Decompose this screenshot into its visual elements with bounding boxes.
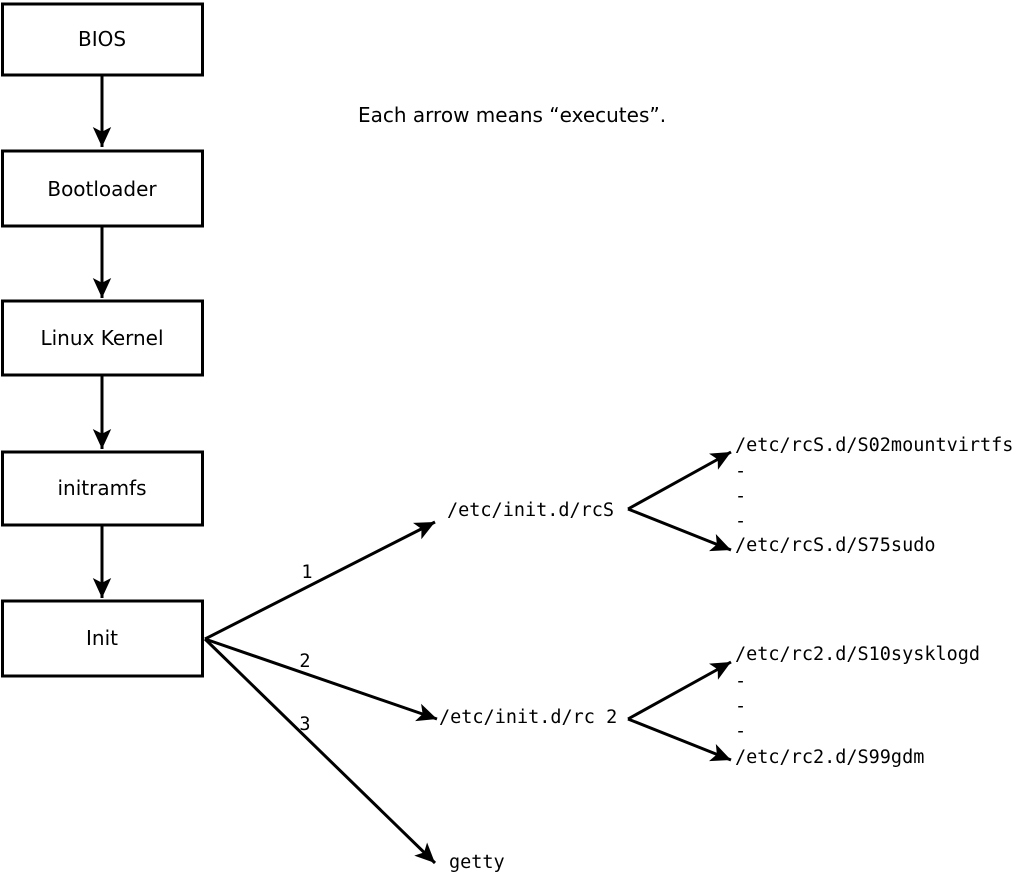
rc2-first-script: /etc/rc2.d/S10sysklogd (735, 644, 980, 665)
box-bootloader-label: Bootloader (47, 177, 157, 201)
box-linux-kernel-label: Linux Kernel (40, 326, 163, 350)
rcS-dot-1: - (735, 461, 746, 482)
arrow-init-to-rc2 (204, 637, 438, 722)
rc2-dot-2: - (735, 696, 746, 717)
box-bootloader (1, 149, 204, 228)
rc2-dot-1: - (735, 671, 746, 692)
arrow-rcS-to-last (627, 507, 732, 552)
box-initramfs-label: initramfs (57, 476, 146, 500)
arrow-rc2-to-last (627, 717, 732, 762)
getty-label: getty (449, 852, 505, 873)
box-initramfs (1, 450, 204, 527)
rcS-dot-2: - (735, 486, 746, 507)
arrow-init-to-getty (203, 637, 437, 865)
branch-2-number: 2 (299, 651, 310, 672)
rcS-first-script: /etc/rcS.d/S02mountvirtfs (735, 435, 1013, 456)
box-init-label: Init (86, 626, 118, 650)
arrow-rcS-to-first (627, 450, 732, 511)
rcS-label: /etc/init.d/rcS (447, 500, 614, 521)
box-init (1, 599, 204, 678)
rcS-dot-3: - (735, 511, 746, 532)
branch-3-number: 3 (299, 714, 310, 735)
arrow-init-to-rcS (204, 520, 436, 641)
rc2-last-script: /etc/rc2.d/S99gdm (735, 747, 924, 768)
legend-note: Each arrow means “executes”. (358, 103, 666, 127)
rc2-dot-3: - (735, 721, 746, 742)
branch-1-number: 1 (301, 562, 312, 583)
rcS-last-script: /etc/rcS.d/S75sudo (735, 535, 935, 556)
box-bios (1, 2, 204, 77)
rc2-label: /etc/init.d/rc 2 (439, 707, 617, 728)
box-bios-label: BIOS (78, 27, 126, 51)
arrow-rc2-to-first (627, 660, 732, 721)
